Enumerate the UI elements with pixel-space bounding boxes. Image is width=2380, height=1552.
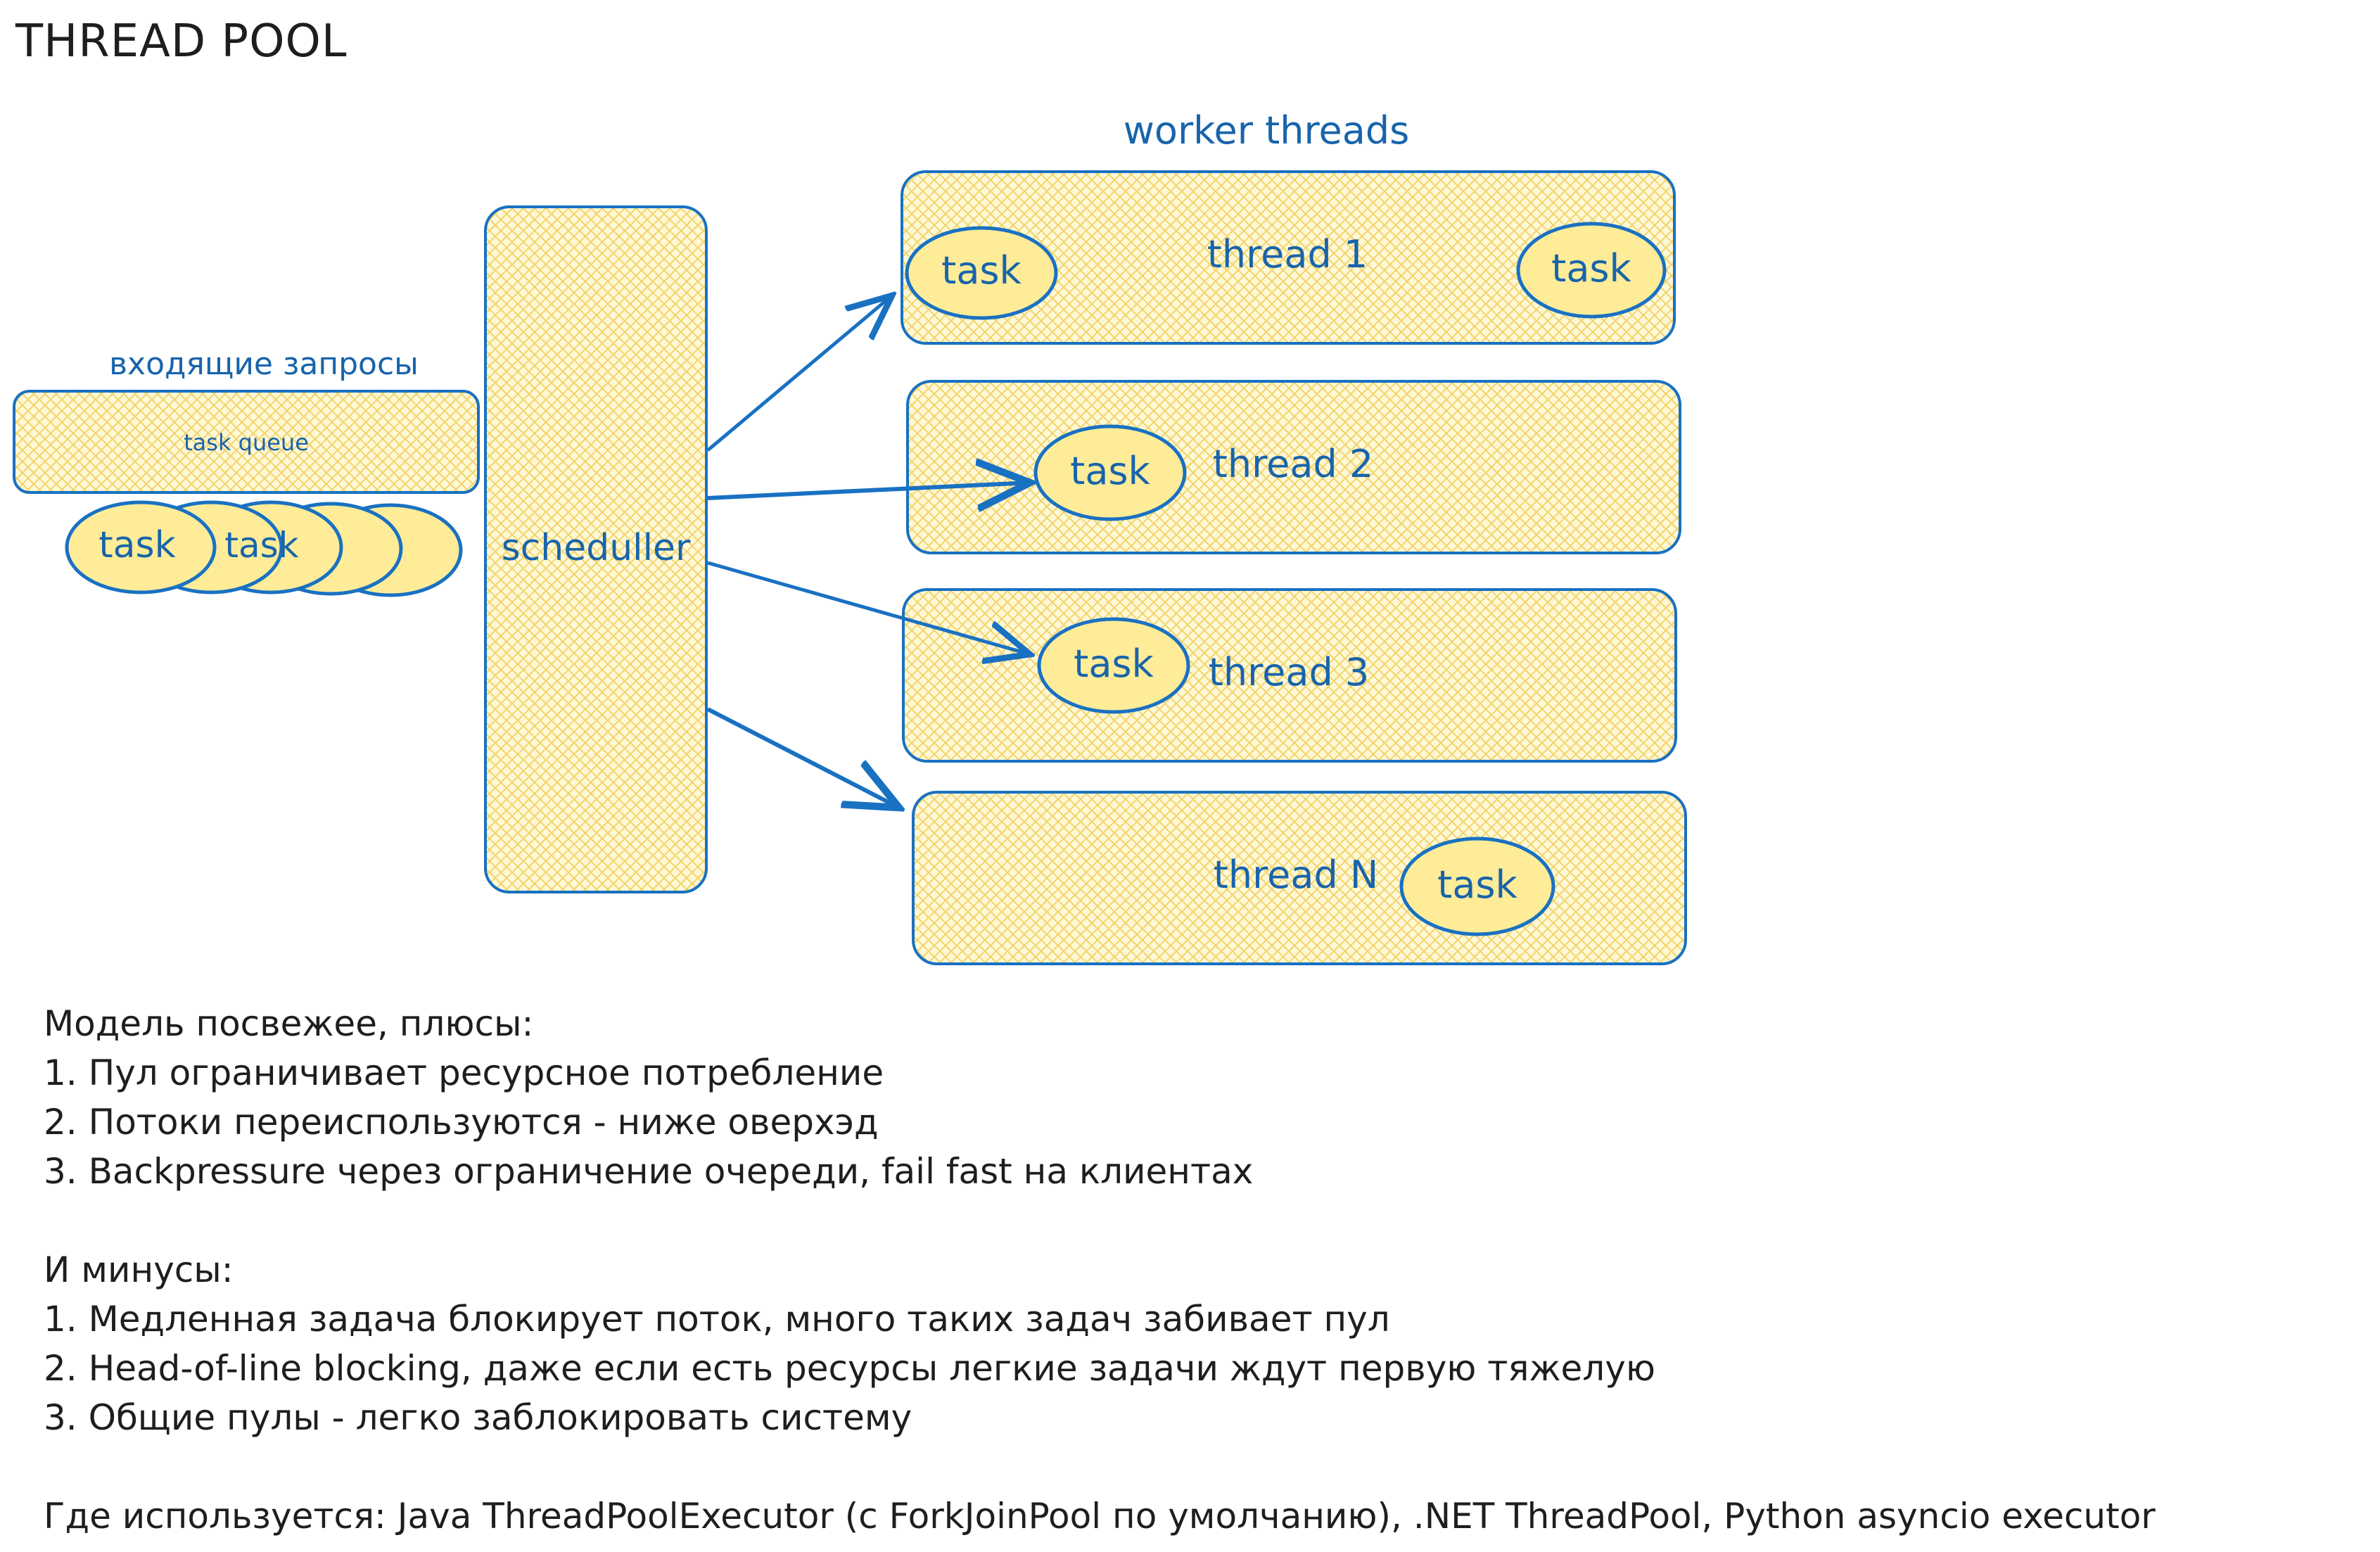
- pros-item-3: 3. Backpressure через ограничение очеред…: [44, 1151, 1254, 1192]
- cons-header: И минусы:: [44, 1249, 234, 1290]
- pros-item-1: 1. Пул ограничивает ресурсное потреблени…: [44, 1052, 884, 1093]
- thread-1-task-b: [1516, 222, 1667, 319]
- thread-3-task: [1037, 617, 1190, 714]
- scheduler-box: [484, 205, 708, 893]
- notes-section: Модель посвежее, плюсы: 1. Пул ограничив…: [44, 999, 2365, 1541]
- arrow-to-thread-n: [706, 707, 899, 808]
- incoming-requests-label: входящие запросы: [109, 346, 419, 382]
- task-queue-label: task queue: [184, 429, 309, 456]
- thread-3-label: thread 3: [1209, 650, 1370, 694]
- thread-n-label: thread N: [1214, 853, 1379, 897]
- thread-1-task-a: [905, 226, 1058, 320]
- thread-3-task-label: task: [1074, 642, 1154, 686]
- queued-tasks: task task: [65, 500, 463, 597]
- thread-1-task-a-label: task: [941, 248, 1022, 293]
- pros-item-2: 2. Потоки переиспользуются - ниже оверхэ…: [44, 1102, 879, 1143]
- worker-threads-label: worker threads: [1124, 108, 1409, 153]
- thread-1-box: [901, 170, 1676, 345]
- scheduler-label: scheduller: [502, 527, 691, 569]
- usage-line: Где используется: Java ThreadPoolExecuto…: [44, 1496, 2156, 1537]
- cons-item-2: 2. Head-of-line blocking, даже если есть…: [44, 1348, 1655, 1389]
- thread-1-task-b-label: task: [1551, 246, 1631, 291]
- page-title: THREAD POOL: [15, 15, 348, 68]
- thread-n-task-label: task: [1437, 863, 1517, 907]
- queued-task-1: [65, 500, 217, 594]
- cons-item-3: 3. Общие пулы - легко заблокировать сист…: [44, 1397, 912, 1438]
- thread-2-label: thread 2: [1213, 442, 1374, 486]
- pros-header: Модель посвежее, плюсы:: [44, 1003, 534, 1044]
- thread-n-task: [1399, 837, 1555, 936]
- arrow-to-thread-3: [707, 561, 1030, 654]
- cons-item-1: 1. Медленная задача блокирует поток, мно…: [44, 1299, 1390, 1340]
- thread-2-task-label: task: [1070, 449, 1150, 493]
- arrow-to-thread-2: [707, 483, 1030, 498]
- task-queue-box: [13, 390, 480, 494]
- queued-task-label-partial: task: [224, 525, 298, 566]
- queued-task-label: task: [98, 524, 175, 566]
- arrow-to-thread-1: [706, 295, 892, 452]
- thread-1-label: thread 1: [1207, 232, 1368, 276]
